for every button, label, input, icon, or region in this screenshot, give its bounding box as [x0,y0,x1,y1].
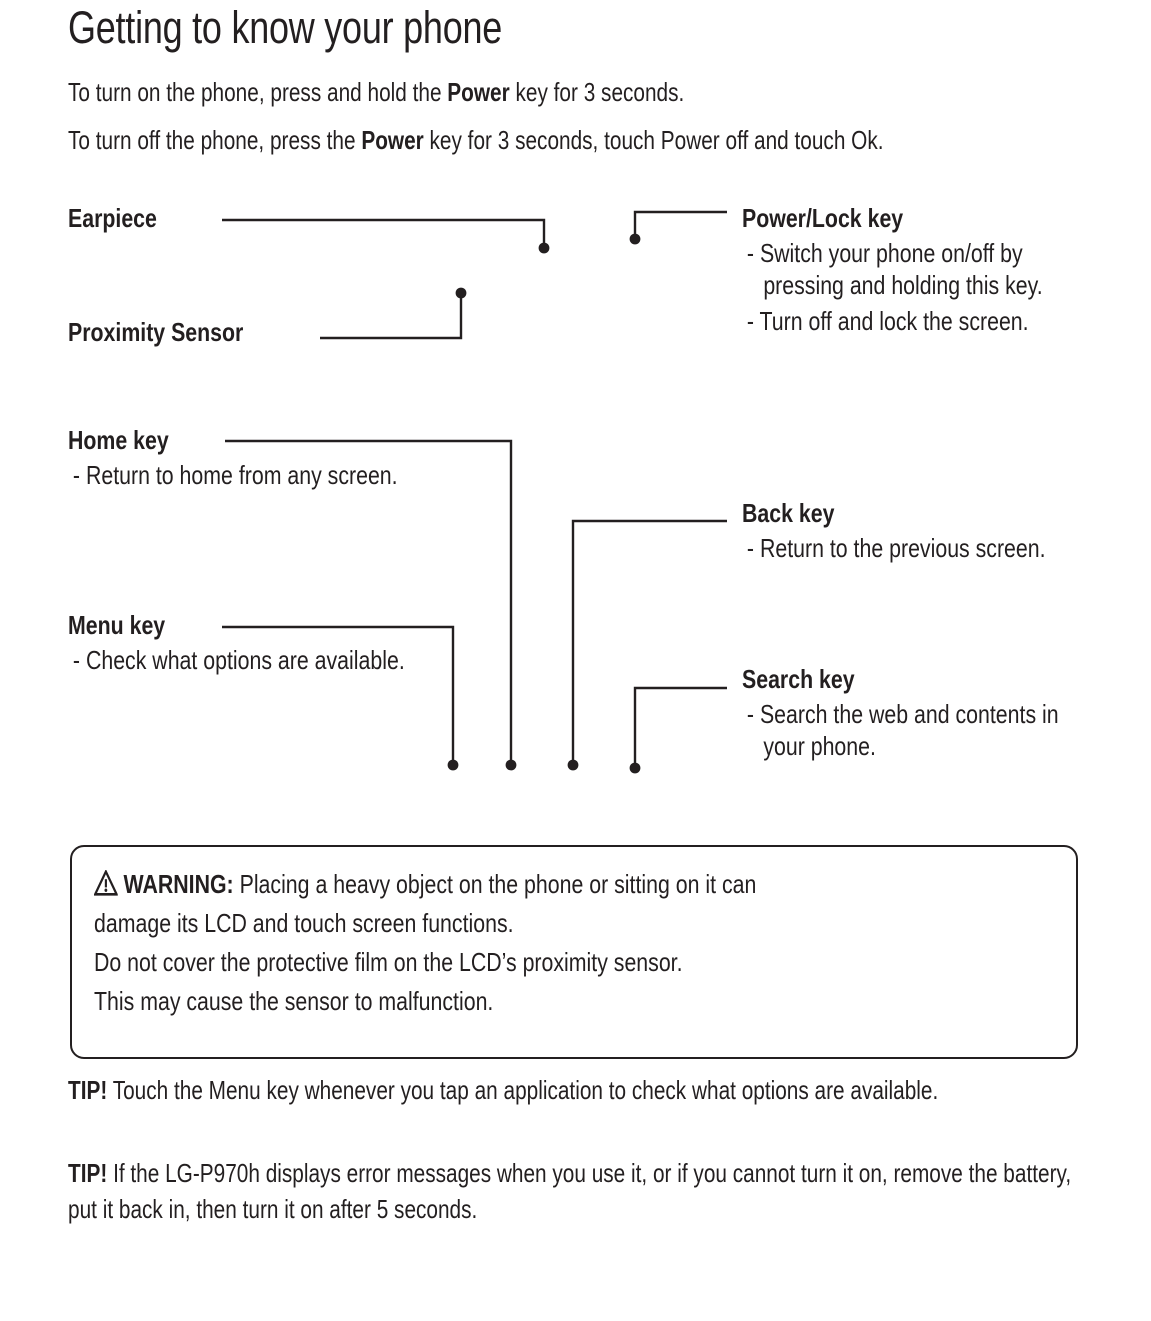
leader-dot-search-key [629,762,641,774]
callout-title-power-lock-key: Power/Lock key [742,203,904,233]
callout-menu-key: Menu key - Check what options are availa… [68,610,421,676]
leader-dot-earpiece [538,242,550,254]
tip-text: Touch the Menu key whenever you tap an a… [107,1075,939,1105]
intro-text-before: To turn off the phone, press the [68,125,362,155]
intro-bold-power: Power [361,125,424,155]
warning-triangle-icon [94,870,118,896]
callout-search-key: Search key - Search the web and contents… [742,664,1086,762]
tip-label: TIP! [68,1158,108,1188]
intro-paragraph-power-off: To turn off the phone, press the Power k… [68,124,1148,157]
tip-menu-key: TIP! Touch the Menu key whenever you tap… [68,1072,1084,1108]
callout-bullet: - Switch your phone on/off by pressing a… [746,238,1043,300]
intro-text-after: key for 3 seconds, touch Power off and t… [423,125,884,155]
warning-line-2: damage its LCD and touch screen function… [94,908,514,938]
intro-paragraph-power-on: To turn on the phone, press and hold the… [68,76,1148,109]
callout-title-home-key: Home key [68,425,169,455]
callout-bullet: - Return to the previous screen. [746,533,1046,563]
intro-text-after: key for 3 seconds. [509,77,685,107]
callout-bullet: - Search the web and contents in your ph… [746,699,1059,761]
tip-error-messages: TIP! If the LG-P970h displays error mess… [68,1155,1084,1227]
warning-first-line: WARNING: Placing a heavy object on the p… [94,865,1070,904]
intro-text-before: To turn on the phone, press and hold the [68,77,448,107]
page-title: Getting to know your phone [68,2,503,53]
callout-bullet: - Return to home from any screen. [72,460,398,490]
leader-line-search-key [633,686,727,763]
callout-title-back-key: Back key [742,498,835,528]
leader-line-back-key [571,519,727,760]
leader-line-proximity-sensor [320,298,463,340]
callout-earpiece: Earpiece [68,203,157,233]
warning-line-1-rest: Placing a heavy object on the phone or s… [233,869,757,899]
callout-title-earpiece: Earpiece [68,203,157,233]
warning-text: WARNING: Placing a heavy object on the p… [94,865,1070,1021]
callout-proximity-sensor: Proximity Sensor [68,317,243,347]
warning-label: WARNING: [123,869,234,899]
callout-title-search-key: Search key [742,664,855,694]
callout-bullet: - Turn off and lock the screen. [746,306,1029,336]
callout-back-key: Back key - Return to the previous screen… [742,498,1086,564]
tip-label: TIP! [68,1075,108,1105]
leader-dot-menu-key [447,759,459,771]
callout-home-key: Home key - Return to home from any scree… [68,425,421,491]
leader-dot-power-lock-key [629,233,641,245]
tip-text: If the LG-P970h displays error messages … [68,1158,1072,1224]
leader-line-earpiece [222,218,546,243]
leader-dot-proximity-sensor [455,287,467,299]
callout-title-menu-key: Menu key [68,610,166,640]
leader-line-power-lock-key [633,210,727,234]
callout-bullet: - Check what options are available. [72,645,405,675]
intro-bold-power: Power [447,77,510,107]
warning-line-4: This may cause the sensor to malfunction… [94,986,494,1016]
leader-dot-back-key [567,759,579,771]
warning-box: WARNING: Placing a heavy object on the p… [70,845,1078,1059]
leader-dot-home-key [505,759,517,771]
callout-power-lock-key: Power/Lock key - Switch your phone on/of… [742,203,1086,337]
callout-title-proximity-sensor: Proximity Sensor [68,317,244,347]
warning-line-3: Do not cover the protective film on the … [94,947,683,977]
